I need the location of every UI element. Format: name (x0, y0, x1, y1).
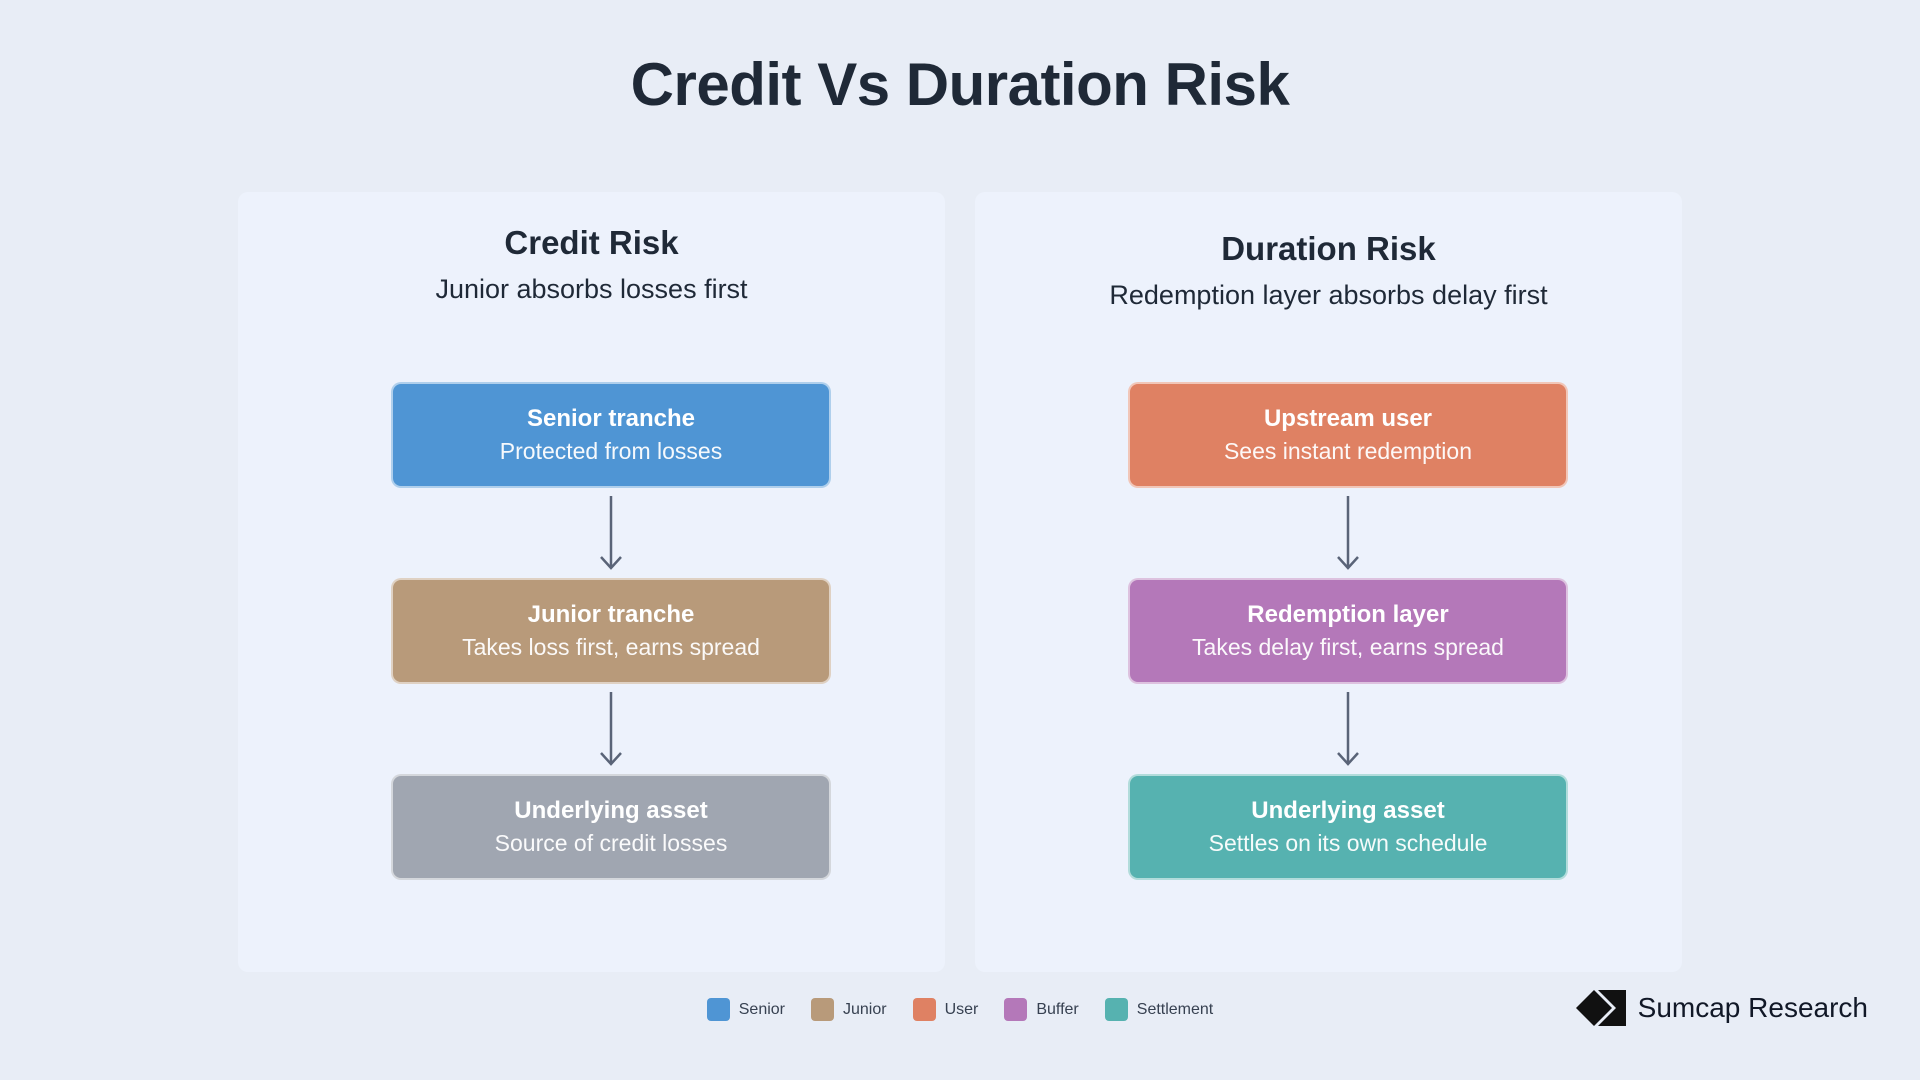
box-subtitle: Settles on its own schedule (1208, 830, 1488, 856)
panel-title: Duration Risk (1221, 230, 1436, 267)
down-arrow-icon (1337, 692, 1359, 766)
legend-label: Junior (843, 1000, 887, 1018)
legend-swatch (811, 998, 834, 1021)
down-arrow-icon (1337, 496, 1359, 570)
legend-swatch (706, 998, 730, 1021)
underlying-asset-box: Underlying asset Source of credit losses (391, 774, 831, 880)
box-subtitle: Takes loss first, earns spread (462, 634, 760, 660)
box-title: Underlying asset (514, 797, 708, 824)
legend-swatch (1104, 998, 1128, 1021)
page-title: Credit Vs Duration Risk (630, 51, 1290, 118)
underlying-asset-box: Underlying asset Settles on its own sche… (1128, 774, 1568, 880)
junior-tranche-box: Junior tranche Takes loss first, earns s… (391, 578, 831, 684)
legend-label: Settlement (1136, 1000, 1214, 1018)
legend-label: User (944, 1000, 979, 1018)
legend-item-buffer: Buffer (1004, 998, 1079, 1021)
box-subtitle: Sees instant redemption (1223, 438, 1473, 464)
legend-item-senior: Senior (706, 998, 785, 1021)
box-subtitle: Source of credit losses (494, 830, 728, 856)
box-title: Underlying asset (1251, 797, 1445, 824)
box-subtitle: Takes delay first, earns spread (1192, 634, 1504, 660)
legend-swatch (1004, 998, 1028, 1021)
box-title: Senior tranche (526, 405, 696, 432)
box-title: Upstream user (1263, 405, 1433, 432)
legend-item-user: User (912, 998, 979, 1021)
diamond-logo-icon (1575, 990, 1626, 1026)
box-subtitle: Protected from losses (499, 438, 723, 464)
box-title: Redemption layer (1247, 601, 1449, 628)
legend-item-settlement: Settlement (1104, 998, 1214, 1021)
duration-risk-panel: Duration Risk Redemption layer absorbs d… (975, 192, 1682, 972)
box-title: Junior tranche (527, 601, 695, 628)
panel-title: Credit Risk (504, 224, 679, 261)
brand-logo: Sumcap Research (1575, 988, 1868, 1028)
senior-tranche-box: Senior tranche Protected from losses (391, 382, 831, 488)
legend-label: Senior (738, 1000, 785, 1018)
legend: Senior Junior User Buffer Settlement (0, 998, 1920, 1021)
credit-risk-panel: Credit Risk Junior absorbs losses first … (238, 192, 945, 972)
panel-subtitle: Junior absorbs losses first (435, 274, 748, 304)
upstream-user-box: Upstream user Sees instant redemption (1128, 382, 1568, 488)
panel-subtitle: Redemption layer absorbs delay first (1109, 280, 1548, 310)
redemption-layer-box: Redemption layer Takes delay first, earn… (1128, 578, 1568, 684)
brand-name: Sumcap Research (1637, 992, 1868, 1023)
down-arrow-icon (600, 692, 622, 766)
legend-item-junior: Junior (811, 998, 887, 1021)
legend-label: Buffer (1036, 1000, 1079, 1018)
down-arrow-icon (600, 496, 622, 570)
legend-swatch (912, 998, 936, 1021)
